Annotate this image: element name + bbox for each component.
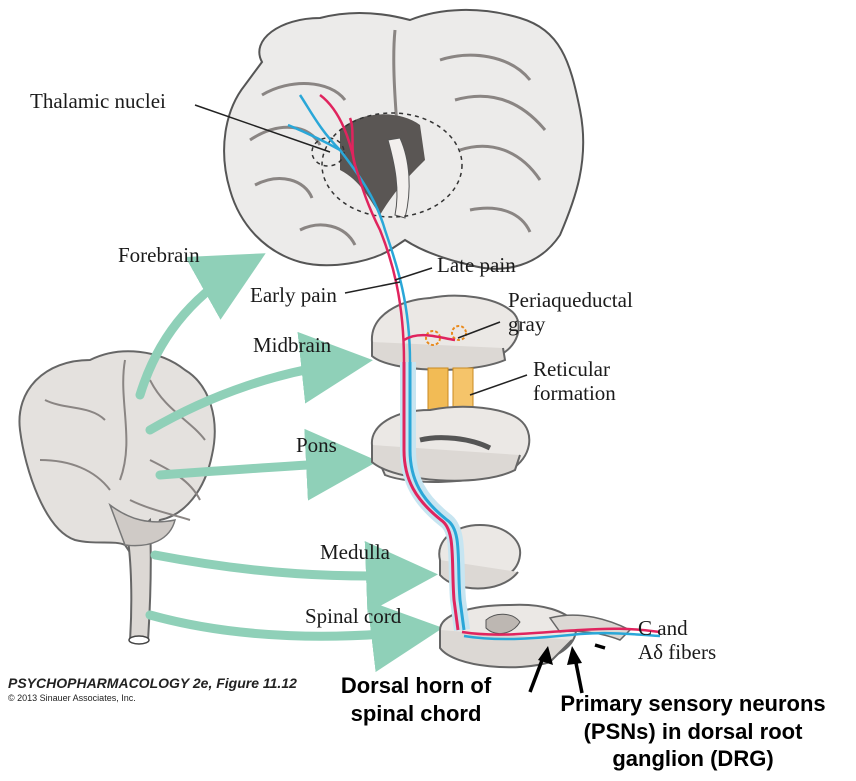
label-c-fibers: C and (638, 616, 688, 640)
label-thalamic-nuclei: Thalamic nuclei (30, 89, 166, 113)
label-medulla: Medulla (320, 540, 390, 564)
label-early-pain: Early pain (250, 283, 337, 307)
annotation-dorsal-horn-line1: Dorsal horn of (318, 672, 514, 700)
forebrain-section (224, 10, 583, 269)
label-a-delta-fibers: Aδ fibers (638, 640, 716, 664)
annotation-dorsal-horn-line2: spinal chord (318, 700, 514, 728)
annotation-dorsal-horn: Dorsal horn of spinal chord (318, 672, 514, 727)
label-reticular: Reticular (533, 357, 610, 381)
annotation-psn-drg: Primary sensory neurons (PSNs) in dorsal… (538, 690, 848, 773)
midbrain-section (372, 296, 519, 370)
figure-credit-copyright: © 2013 Sinauer Associates, Inc. (8, 693, 136, 703)
annotation-psn-line1: Primary sensory neurons (538, 690, 848, 718)
label-pons: Pons (296, 433, 337, 457)
pons-section (372, 407, 529, 482)
annotation-psn-line3: ganglion (DRG) (538, 745, 848, 773)
label-midbrain: Midbrain (253, 333, 331, 357)
figure-credit-title: PSYCHOPHARMACOLOGY 2e, Figure 11.12 (8, 675, 297, 691)
label-late-pain: Late pain (437, 253, 516, 277)
label-spinal-cord: Spinal cord (305, 604, 401, 628)
annotation-psn-line2: (PSNs) in dorsal root (538, 718, 848, 746)
label-formation: formation (533, 381, 616, 405)
label-forebrain: Forebrain (118, 243, 200, 267)
whole-brain-illustration (19, 351, 214, 644)
label-periaqueductal: Periaqueductal (508, 288, 633, 312)
label-gray: gray (508, 312, 545, 336)
